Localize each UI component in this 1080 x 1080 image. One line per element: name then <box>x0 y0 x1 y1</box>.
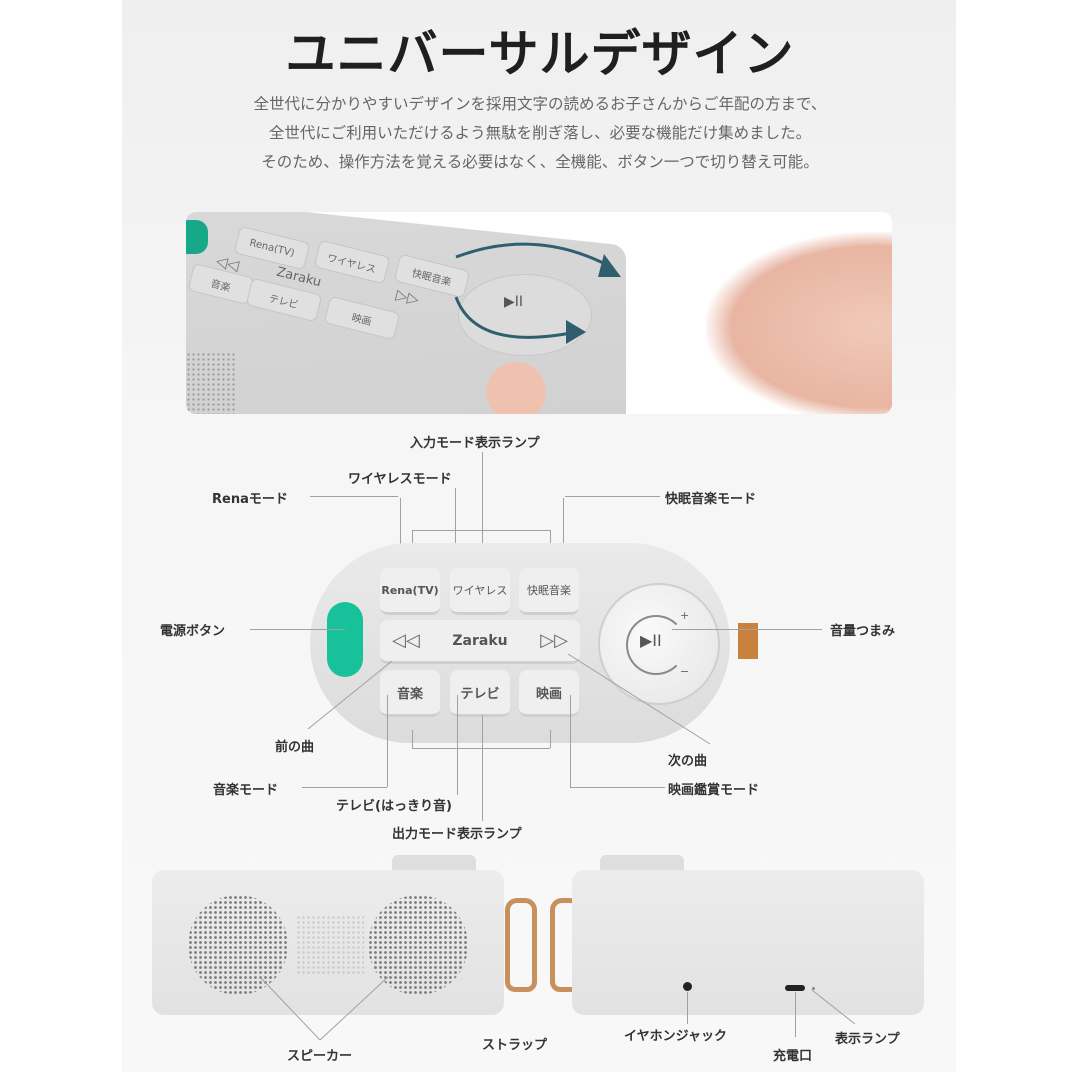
label-charging-port: 充電口 <box>773 1049 813 1064</box>
leader-line <box>672 629 822 630</box>
description-line-1: 全世代に分かりやすいデザインを採用文字の読めるお子さんからご年配の方まで、 <box>253 95 827 113</box>
label-output-lamp: 出力モード表示ランプ <box>392 827 522 842</box>
left-speaker-grille <box>188 895 288 995</box>
leader-line <box>565 496 660 497</box>
leader-line <box>387 695 388 787</box>
label-indicator-lamp: 表示ランプ <box>835 1032 900 1047</box>
leader-line <box>310 496 398 497</box>
leader-line <box>550 730 551 748</box>
leader-line <box>412 530 550 531</box>
power-button-photo <box>186 220 208 254</box>
leader-line-next <box>567 653 711 745</box>
label-speaker: スピーカー <box>287 1049 353 1064</box>
photo-knob-play-icon: ▶II <box>504 294 524 310</box>
leader-line <box>457 695 458 795</box>
play-pause-icon: ▶II <box>640 631 662 650</box>
description: 全世代に分かりやすいデザインを採用文字の読めるお子さんからご年配の方まで、 全世… <box>0 90 1080 177</box>
leader-line-prev <box>307 660 393 730</box>
indicator-lamp-dot <box>812 987 815 990</box>
photo-speaker-grille <box>186 352 236 414</box>
knob-ring-icon <box>626 615 686 675</box>
leader-line <box>412 748 550 749</box>
sleep-music-button: 快眠音楽 <box>519 568 579 615</box>
label-prev-track: 前の曲 <box>275 740 315 755</box>
wireless-button: ワイヤレス <box>450 568 510 615</box>
remote-brand: Zaraku <box>452 632 508 649</box>
label-next-track: 次の曲 <box>668 754 708 769</box>
music-button: 音楽 <box>380 670 440 717</box>
back-knob <box>600 855 684 873</box>
movie-button: 映画 <box>519 670 579 717</box>
page-title: ユニバーサルデザイン <box>285 25 795 83</box>
power-button <box>327 602 363 677</box>
leader-line <box>482 452 483 586</box>
leader-line <box>570 787 665 788</box>
label-sleep-music-mode: 快眠音楽モード <box>665 492 757 507</box>
label-wireless-mode: ワイヤレスモード <box>348 472 452 487</box>
label-tv-mode: テレビ(はっきり音) <box>336 799 452 814</box>
thumb-shape <box>486 362 546 414</box>
description-line-2: 全世代にご利用いただけるよう無駄を削ぎ落し、必要な機能だけ集めました。 <box>268 124 812 142</box>
leader-line <box>795 992 796 1037</box>
charging-port-usb <box>785 985 805 991</box>
tv-button: テレビ <box>450 670 510 717</box>
label-input-lamp: 入力モード表示ランプ <box>410 436 540 451</box>
label-power-button: 電源ボタン <box>160 624 226 639</box>
label-rena-mode: Renaモード <box>212 492 288 507</box>
leader-line <box>687 992 688 1024</box>
label-volume-knob: 音量つまみ <box>830 624 896 639</box>
leader-line <box>412 730 413 748</box>
leader-line <box>412 530 413 548</box>
front-knob <box>392 855 476 873</box>
description-line-3: そのため、操作方法を覚える必要はなく、全機能、ボタン一つで切り替え可能。 <box>261 153 819 171</box>
leader-line <box>550 530 551 548</box>
volume-minus-icon: − <box>680 665 690 678</box>
leader-line <box>455 488 456 588</box>
label-movie-mode: 映画鑑賞モード <box>668 783 760 798</box>
volume-knob: ▶II + − <box>598 583 720 705</box>
label-strap: ストラップ <box>482 1038 548 1053</box>
back-view <box>572 870 924 1015</box>
center-grille <box>296 915 364 975</box>
hand-image <box>706 232 892 414</box>
earphone-jack-port <box>683 982 692 991</box>
rena-tv-button: Rena(TV) <box>380 568 440 615</box>
strap-left <box>505 898 537 992</box>
rotation-arrows-icon <box>454 242 621 344</box>
right-speaker-grille <box>368 895 468 995</box>
leader-line <box>250 629 345 630</box>
volume-plus-icon: + <box>680 609 690 622</box>
track-bar: ◁◁ Zaraku ▷▷ <box>380 620 580 664</box>
leader-line-lamp <box>811 989 856 1025</box>
label-music-mode: 音楽モード <box>213 783 279 798</box>
next-track-icon: ▷▷ <box>540 630 568 651</box>
photo-knob <box>458 274 592 356</box>
leader-line <box>302 787 387 788</box>
prev-track-icon: ◁◁ <box>392 630 420 651</box>
leader-line-speaker <box>260 976 389 1041</box>
knob-usage-photo: Rena(TV) ワイヤレス 快眠音楽 ◁◁ Zaraku ▷▷ 音楽 テレビ … <box>186 212 892 414</box>
strap-tab <box>738 623 758 659</box>
leader-line <box>570 695 571 787</box>
label-earphone-jack: イヤホンジャック <box>624 1029 727 1044</box>
leader-line <box>482 715 483 821</box>
